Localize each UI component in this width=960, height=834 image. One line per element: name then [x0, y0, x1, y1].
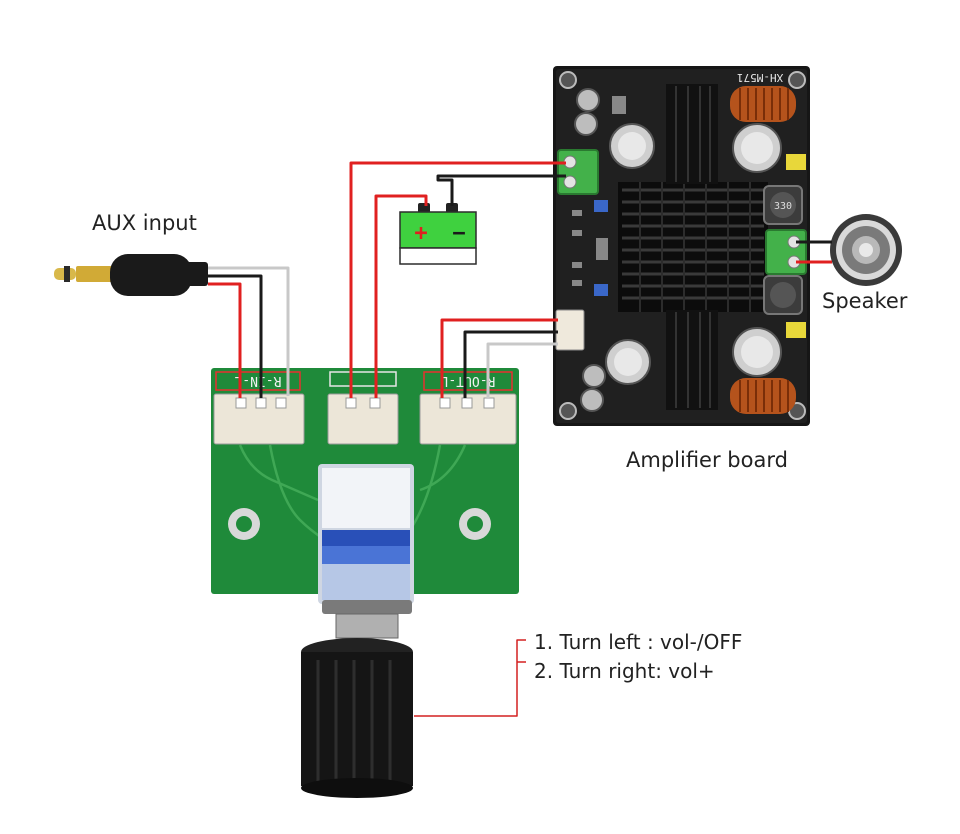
pcb-input-connector [213, 393, 305, 445]
square-inductors: 330 [763, 185, 803, 315]
pcb-output-connector [419, 393, 517, 445]
capacitors [574, 88, 782, 412]
battery-plus: + [414, 221, 427, 246]
volume-knob [301, 600, 413, 798]
toroid-inductor-top [730, 86, 796, 122]
amp-model-text: XH-M571 [737, 71, 783, 84]
speaker-terminal [765, 229, 807, 275]
amp-signal-connector [555, 309, 585, 351]
aux-input-label: AUX input [92, 211, 197, 235]
speaker-label: Speaker [822, 289, 908, 313]
instruction-turn-left: 1. Turn left : vol-/OFF [534, 630, 743, 654]
amplifier-board-label: Amplifier board [626, 448, 788, 472]
potentiometer [318, 464, 414, 604]
pcb-output-label: R-OUT-L [440, 373, 495, 388]
power-terminal [557, 149, 599, 195]
battery-icon: + − [399, 203, 477, 265]
volume-instructions: 1. Turn left : vol-/OFF 2. Turn right: v… [534, 628, 742, 686]
inductor-marking: 330 [774, 201, 792, 212]
amplifier-board: XH-M571 [553, 66, 810, 426]
volume-control-board: R-IN-L R-OUT-L [211, 368, 519, 604]
heatsink [618, 84, 768, 410]
toroid-inductor-bottom [730, 378, 796, 414]
pcb-input-label: R-IN-L [234, 373, 281, 388]
battery-minus: − [452, 221, 465, 246]
wires [208, 161, 832, 717]
aux-plug-icon [54, 254, 208, 296]
pcb-power-connector [327, 393, 399, 445]
speaker-icon [830, 214, 902, 286]
instruction-turn-right: 2. Turn right: vol+ [534, 659, 715, 683]
